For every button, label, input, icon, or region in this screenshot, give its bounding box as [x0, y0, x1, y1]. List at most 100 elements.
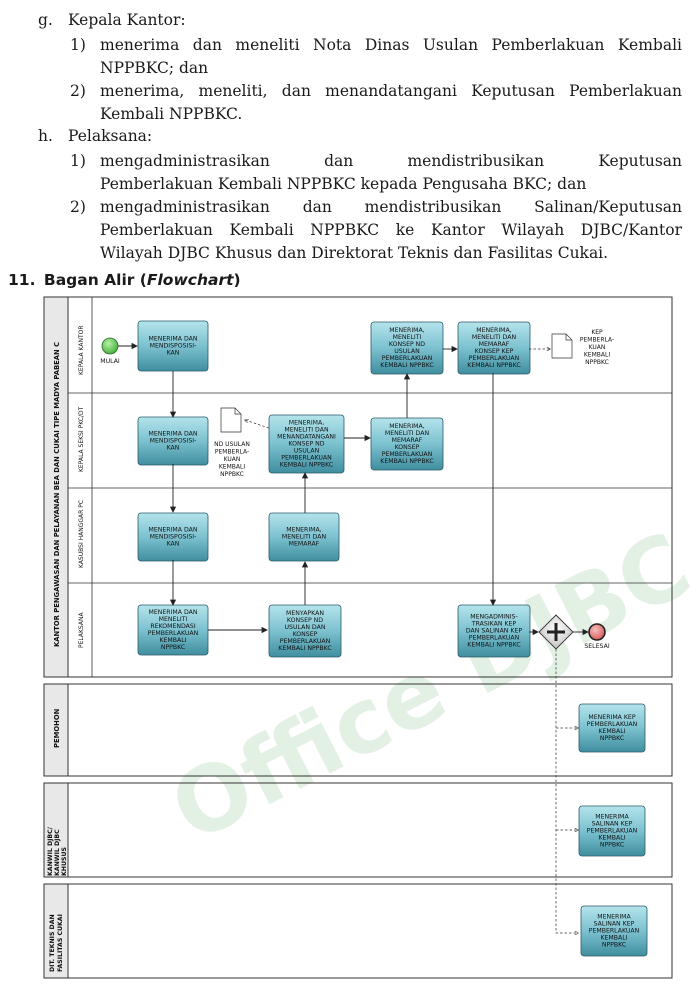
pool-main-label: KANTOR PENGAWASAN DAN PELAYANAN BEA DAN …	[53, 342, 61, 647]
process-box-kk2-line: MENELITI	[393, 334, 422, 341]
process-box-kk2-line: MENERIMA,	[389, 327, 424, 334]
process-box-pm1-line: PEMBERLAKUAN	[587, 721, 638, 728]
lane-dit-label-2: FASILITAS CUKAI	[57, 914, 64, 972]
process-box-pl2-line: PEMBERLAKUAN	[280, 638, 331, 645]
item-g1-line1: menerima dan meneliti Nota Dinas Usulan …	[100, 36, 682, 54]
pool-main: KANTOR PENGAWASAN DAN PELAYANAN BEA DAN …	[43, 296, 673, 678]
lane-kepala-kantor-label: KEPALA KANTOR	[78, 325, 85, 375]
process-box-ks2-line: PEMBERLAKUAN	[281, 455, 332, 462]
process-box-pl2-line: KONSEP	[293, 631, 318, 638]
item-h2-line1: mengadministrasikan dan mendistribusikan…	[100, 198, 682, 216]
process-box-kw1-line: PEMBERLAKUAN	[587, 828, 638, 835]
section-title-text: Bagan Alir (	[43, 271, 147, 289]
process-box-ks3-line: MENELITI DAN	[385, 430, 430, 437]
process-box-pl1-line: MENELITI	[159, 616, 188, 623]
process-box-dt1-line: KEMBALI	[600, 935, 627, 942]
item-h2-line3: Wilayah DJBC Khusus dan Direktorat Tekni…	[100, 244, 609, 262]
item-h2-num: 2)	[70, 198, 86, 216]
process-box-ks3-line: KEMBALI NPPBKC	[380, 458, 433, 465]
doc-nd-text-line: KUAN	[224, 456, 241, 463]
process-box-kk1-line: MENDISPOSISI-	[150, 343, 197, 350]
end-label: SELESAI	[584, 643, 609, 650]
process-box-dt1-line: SALINAN KEP	[594, 921, 635, 928]
item-h-label: h.	[38, 127, 53, 145]
process-box-kh1-line: MENDISPOSISI-	[150, 534, 197, 541]
process-box-pl2-line: KONSEP ND	[287, 617, 323, 624]
item-g-title: Kepala Kantor:	[68, 11, 186, 29]
process-box-pl2-line: USULAN DAN	[285, 624, 326, 631]
pool-kanwil: KANWIL DJBC/ KANWIL DJBC KHUSUS	[43, 782, 673, 878]
process-box-pl2-line: KEMBALI NPPBKC	[278, 645, 331, 652]
process-box-ks2-line: KEMBALI NPPBKC	[280, 462, 333, 469]
doc-kep-text-line: KEP	[591, 329, 603, 336]
item-g2-num: 2)	[70, 82, 86, 100]
process-box-pm1-line: KEMBALI	[598, 728, 625, 735]
process-box-pl1: MENERIMA DANMENELITIREKOMENDASIPEMBERLAK…	[137, 604, 209, 656]
process-box-kh1-line: MENERIMA DAN	[149, 527, 198, 534]
section-title-end: )	[233, 271, 241, 289]
process-box-kw1-line: SALINAN KEP	[592, 821, 633, 828]
item-g1-num: 1)	[70, 36, 86, 54]
section-title: 11. Bagan Alir (Flowchart)	[8, 271, 241, 289]
process-box-pm1-line: NPPBKC	[600, 735, 624, 742]
svg-text:DIT. TEKNIS DAN FASILITA: DIT. TEKNIS DAN FASILITAS CUKAI	[49, 912, 64, 972]
item-g2-line1: menerima, meneliti, dan menandatangani K…	[100, 82, 682, 100]
process-box-kk3-line: MENELITI DAN	[472, 334, 517, 341]
end-event	[588, 623, 606, 641]
process-box-ks2-line: MENANDATANGANI	[277, 434, 336, 441]
process-boxes: MENERIMA DANMENDISPOSISI-KANMENERIMA,MEN…	[137, 320, 648, 957]
process-box-kk2-line: USULAN	[394, 348, 420, 355]
doc-kep-text-line: NPPBKC	[585, 359, 609, 366]
process-box-kk2-line: KONSEP ND	[389, 341, 425, 348]
doc-kep-text-line: KEMBALI	[584, 352, 610, 359]
doc-kep-text-line: KUAN	[589, 344, 606, 351]
process-box-kk3-line: PEMBERLAKUAN	[469, 355, 520, 362]
process-box-ks2-line: KONSEP ND	[288, 441, 324, 448]
item-g1-line2: NPPBKC; dan	[100, 59, 209, 77]
process-box-kh2-line: MENELITI DAN	[282, 534, 327, 541]
process-box-dt1-line: PEMBERLAKUAN	[589, 928, 640, 935]
process-box-kk3-line: KEMBALI NPPBKC	[467, 362, 520, 369]
process-box-kk3-line: MEMARAF	[479, 341, 510, 348]
item-h1-line2: Pemberlakuan Kembali NPPBKC kepada Pengu…	[100, 175, 587, 193]
process-box-ks2-line: MENERIMA,	[289, 420, 324, 427]
lane-pemohon-label: PEMOHON	[53, 708, 61, 748]
item-h-title: Pelaksana:	[68, 127, 153, 145]
lane-kanwil-label-3: KHUSUS	[61, 847, 68, 876]
process-box-kk3-line: KONSEP KEP	[475, 348, 514, 355]
doc-nd	[220, 407, 242, 433]
pool-pemohon: PEMOHON	[43, 683, 673, 777]
process-box-ks3-line: PEMBERLAKUAN	[382, 451, 433, 458]
process-box-ks2-line: USULAN	[294, 448, 320, 455]
process-box-ks1-line: KAN	[167, 445, 180, 452]
process-box-pl1-line: NPPBKC	[161, 644, 185, 651]
process-box-ks2: MENERIMA,MENELITI DANMENANDATANGANIKONSE…	[268, 414, 345, 474]
process-box-kw1-line: MENERIMA	[595, 814, 629, 821]
item-h2-line2: Pemberlakuan Kembali NPPBKC ke Kantor Wi…	[100, 221, 682, 239]
section-number: 11.	[8, 271, 36, 289]
item-g2-line2: Kembali NPPBKC.	[100, 105, 243, 123]
process-box-kw1-line: NPPBKC	[600, 842, 624, 849]
process-box-ks3-line: MENERIMA,	[389, 423, 424, 430]
process-box-pm1-line: MENERIMA KEP	[588, 714, 635, 721]
process-box-pl3-line: KEMBALI NPPBKC	[467, 642, 520, 649]
lane-pelaksana-label: PELAKSANA	[78, 612, 85, 648]
process-box-kk1-line: MENERIMA DAN	[149, 336, 198, 343]
process-box-kk3-line: MENERIMA,	[476, 327, 511, 334]
process-box-dt1-line: MENERIMA	[597, 914, 631, 921]
connectors	[118, 342, 589, 933]
lane-kanwil-label-2: KANWIL DJBC	[54, 829, 61, 876]
process-box-kh2-line: MEMARAF	[289, 541, 320, 548]
process-box-pl1-line: REKOMENDASI	[150, 623, 195, 630]
doc-nd-text-line: KEMBALI	[219, 464, 245, 471]
svg-text:KANWIL DJBC/ KANWIL DJBC: KANWIL DJBC/ KANWIL DJBC KHUSUS	[47, 825, 68, 876]
